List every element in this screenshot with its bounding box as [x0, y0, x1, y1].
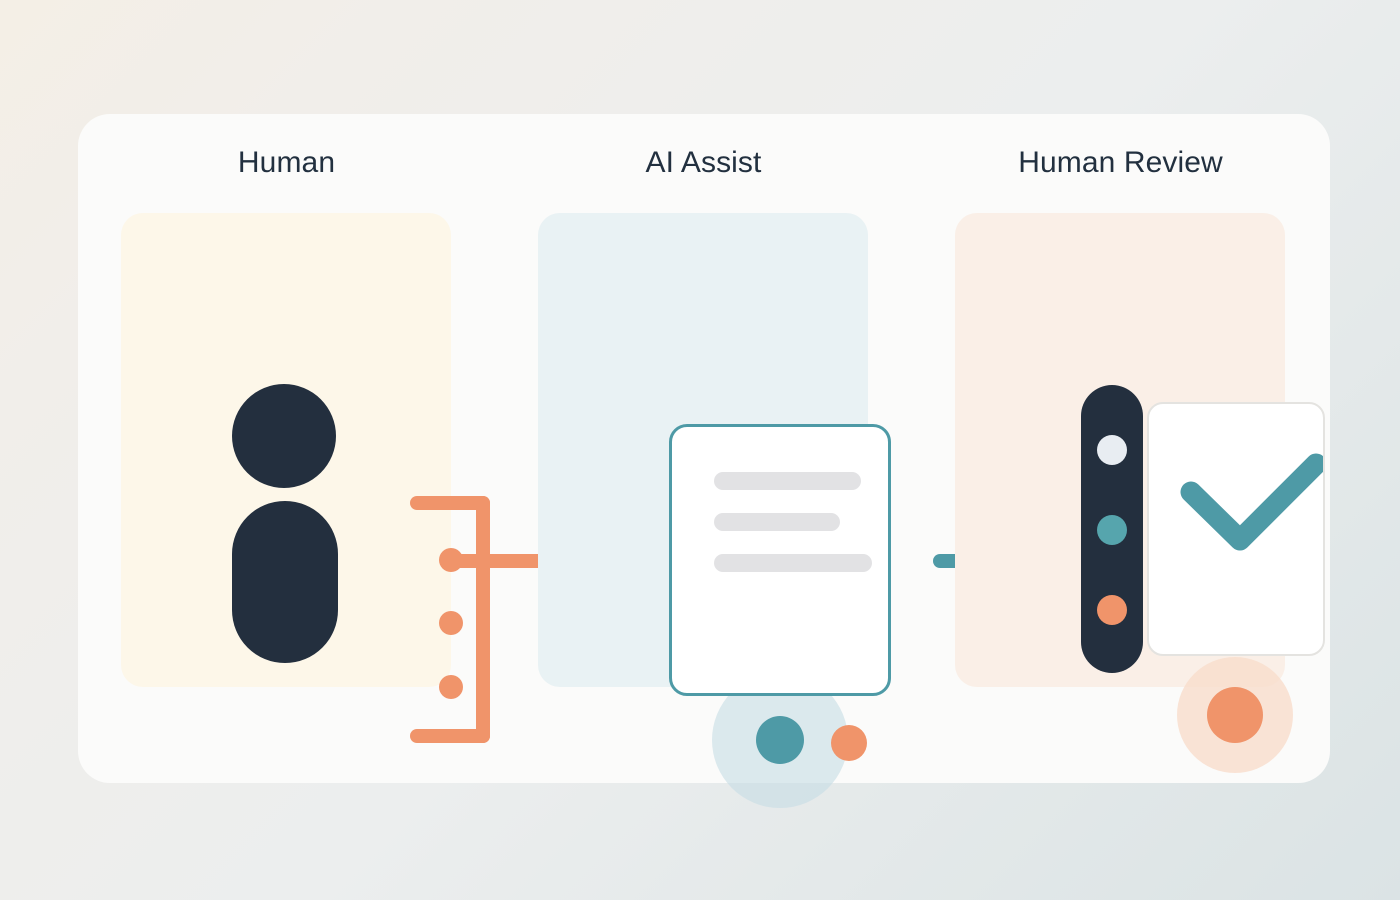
person-head-icon [232, 384, 336, 488]
status-indicator-core-icon [1207, 687, 1263, 743]
review-sidebar-dot [1097, 595, 1127, 625]
person-body-icon [232, 501, 338, 663]
diagram-card: Human [78, 114, 1330, 808]
bracket-top-bar [410, 496, 490, 510]
checkmark-path [1180, 453, 1323, 551]
review-card [1147, 402, 1325, 656]
review-sidebar-icon [1081, 385, 1143, 673]
panel-human [121, 213, 490, 743]
review-sidebar-dot [1097, 435, 1127, 465]
document-text-line [714, 554, 872, 572]
bracket-dot [439, 675, 463, 699]
review-sidebar-dot [1097, 515, 1127, 545]
processing-dot-teal-icon [756, 716, 804, 764]
checkmark-icon [1149, 404, 1323, 654]
column-title-human-review: Human Review [1018, 146, 1223, 179]
document-text-line [714, 472, 861, 490]
document-text-line [714, 513, 840, 531]
column-title-ai-assist: AI Assist [645, 146, 762, 179]
document-icon [669, 424, 891, 696]
bracket-bottom-bar [410, 729, 490, 743]
column-human: Human [78, 114, 495, 783]
processing-dot-orange-icon [831, 725, 867, 761]
column-title-human: Human [237, 146, 336, 179]
bracket-dot [439, 611, 463, 635]
bracket-spine [476, 496, 490, 743]
